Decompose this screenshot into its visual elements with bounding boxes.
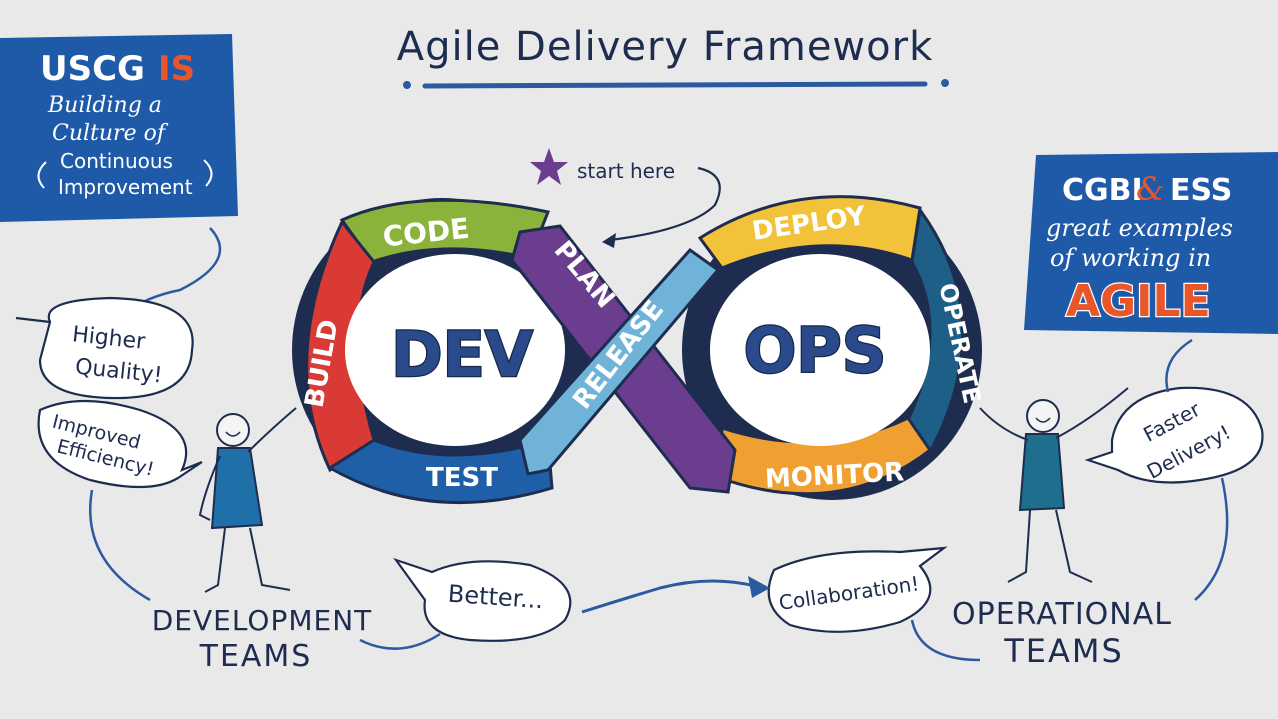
ops-team-line1: OPERATIONAL bbox=[952, 597, 1172, 632]
start-here-marker: start here bbox=[530, 148, 721, 248]
developer-head-icon bbox=[216, 413, 250, 447]
ops-label: OPS bbox=[744, 314, 887, 387]
right-banner-line2: great examples bbox=[1046, 214, 1233, 242]
infinity-loop: CODE BUILD TEST PLAN RELEASE DEPLOY OPER… bbox=[292, 195, 986, 505]
right-team-connector bbox=[1194, 477, 1229, 601]
cycle-arrow-right-icon bbox=[203, 159, 213, 187]
start-here-label: start here bbox=[577, 159, 675, 183]
arrow-head-icon bbox=[748, 576, 770, 598]
dev-team-line1: DEVELOPMENT bbox=[152, 604, 373, 637]
segment-test bbox=[327, 438, 554, 505]
title-underline bbox=[403, 79, 949, 89]
dev-label: DEV bbox=[391, 318, 533, 391]
operator-head-icon bbox=[1026, 399, 1060, 433]
right-banner-connector bbox=[1165, 338, 1193, 393]
bubble-better-text: Better... bbox=[447, 580, 544, 615]
cycle-arrow-left-icon bbox=[37, 161, 47, 189]
label-monitor: MONITOR bbox=[764, 457, 905, 494]
segment-code bbox=[339, 198, 551, 264]
bubble-faster-delivery: Faster Delivery! bbox=[1084, 386, 1264, 484]
operator-body bbox=[1018, 433, 1066, 512]
left-banner-is: IS bbox=[158, 49, 195, 89]
ops-team-line2: TEAMS bbox=[1003, 632, 1124, 670]
left-banner-line2: Building a bbox=[47, 93, 162, 118]
start-arrow-icon bbox=[609, 166, 721, 242]
better-to-collab-arrow bbox=[581, 579, 756, 614]
left-team-connector bbox=[89, 489, 151, 602]
operator-figure bbox=[979, 387, 1129, 583]
dev-team-to-better-connector bbox=[359, 632, 441, 650]
bubble-better: Better... bbox=[393, 557, 572, 642]
right-banner-cgbi: CGBI bbox=[1062, 173, 1143, 208]
star-icon bbox=[530, 148, 568, 185]
collab-to-ops-connector bbox=[910, 619, 981, 662]
bubble-collaboration: Collaboration! bbox=[767, 546, 948, 633]
left-banner-line4: Continuous bbox=[60, 149, 173, 173]
left-banner-line5: Improvement bbox=[58, 175, 193, 199]
developer-body bbox=[210, 447, 264, 530]
bubble-higher-quality: Higher Quality! bbox=[15, 296, 194, 400]
page-title: Agile Delivery Framework bbox=[397, 24, 933, 70]
right-banner-line3: of working in bbox=[1050, 244, 1211, 272]
left-banner: USCG IS Building a Culture of Continuous… bbox=[0, 34, 238, 222]
right-banner-ess: ESS bbox=[1170, 173, 1232, 208]
segment-release bbox=[518, 247, 721, 476]
left-banner-line3: Culture of bbox=[52, 121, 169, 146]
dev-team-line2: TEAMS bbox=[199, 639, 313, 674]
bubble-improved-efficiency: Improved Efficiency! bbox=[37, 399, 203, 489]
right-banner-agile: AGILE bbox=[1066, 276, 1211, 327]
developer-figure bbox=[198, 407, 297, 593]
right-banner: CGBI & ESS great examples of working in … bbox=[1024, 152, 1278, 334]
segment-operate bbox=[906, 206, 965, 455]
left-banner-uscg: USCG bbox=[40, 49, 145, 89]
right-banner-amp: & bbox=[1136, 170, 1164, 208]
label-test: TEST bbox=[426, 463, 498, 493]
